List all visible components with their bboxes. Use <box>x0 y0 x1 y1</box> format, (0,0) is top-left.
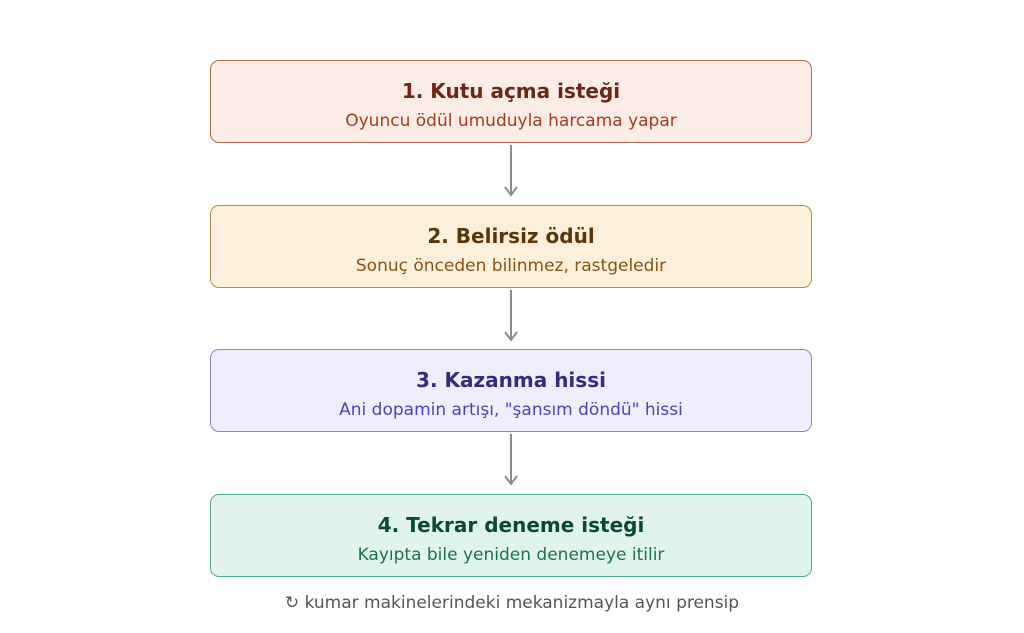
loop-arrow-icon: ↻ <box>284 593 300 613</box>
step-description-1: Oyuncu ödül umuduyla harcama yapar <box>345 111 677 131</box>
footnote: ↻ kumar makinelerindeki mekanizmayla ayn… <box>0 592 1024 614</box>
step-box-3: 3. Kazanma hissi Ani dopamin artışı, "şa… <box>210 349 812 432</box>
down-arrow-2 <box>504 290 518 342</box>
step-description-4: Kayıpta bile yeniden denemeye itilir <box>357 545 665 565</box>
step-box-2: 2. Belirsiz ödül Sonuç önceden bilinmez,… <box>210 205 812 288</box>
step-title-2: 2. Belirsiz ödül <box>427 224 595 248</box>
down-arrow-1 <box>504 145 518 197</box>
step-title-1: 1. Kutu açma isteği <box>401 79 621 103</box>
step-title-3: 3. Kazanma hissi <box>416 368 606 392</box>
step-description-3: Ani dopamin artışı, "şansım döndü" hissi <box>339 400 683 420</box>
step-box-1: 1. Kutu açma isteği Oyuncu ödül umuduyla… <box>210 60 812 143</box>
footnote-text: kumar makinelerindeki mekanizmayla aynı … <box>304 593 740 613</box>
step-box-4: 4. Tekrar deneme isteği Kayıpta bile yen… <box>210 494 812 577</box>
step-title-4: 4. Tekrar deneme isteği <box>377 513 645 537</box>
down-arrow-3 <box>504 434 518 486</box>
step-description-2: Sonuç önceden bilinmez, rastgeledir <box>355 256 667 276</box>
